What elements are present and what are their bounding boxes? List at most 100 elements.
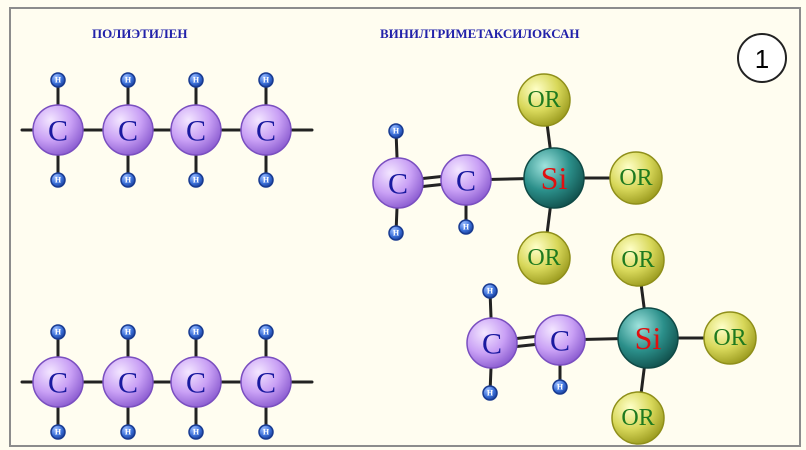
vts-1-or-top-sphere: [517, 73, 571, 127]
chain-2-h-bottom-3-label: H: [193, 428, 200, 437]
vts-2-silicon-label: Si: [635, 320, 662, 356]
chain-1-carbon-3-sphere: [170, 104, 222, 156]
number-badge-label: 1: [755, 44, 769, 74]
vts-2-carbon-2-sphere: [534, 314, 586, 366]
vts-1-or-bottom: OR: [517, 231, 571, 285]
chain-1-h-top-4-label: H: [263, 76, 270, 85]
chain-2-h-top-1-sphere: [50, 324, 66, 340]
chain-2-carbon-3-label: C: [186, 367, 206, 400]
vts-1-silicon: Si: [523, 147, 585, 209]
vts-1-or-bottom-sphere: [517, 231, 571, 285]
chain-2-carbon-4: C: [240, 356, 292, 408]
chain-1-h-top-2: H: [120, 72, 136, 88]
chain-2-h-bottom-1-sphere: [50, 424, 66, 440]
chain-1-h-bottom-3-sphere: [188, 172, 204, 188]
chain-1-carbon-2: C: [102, 104, 154, 156]
vts-2-h-2-label: H: [487, 389, 494, 398]
vts-1-carbon-2-label: C: [456, 165, 476, 198]
vts-2-h-3-label: H: [557, 383, 564, 392]
chain-1-carbon-2-label: C: [118, 115, 138, 148]
vts-2-silicon: Si: [617, 307, 679, 369]
chain-2-h-top-1-label: H: [55, 328, 62, 337]
chain-1-h-top-4-sphere: [258, 72, 274, 88]
vts-2-silicon-sphere: [617, 307, 679, 369]
vts-2-h-1-sphere: [482, 283, 498, 299]
vts-1-h-3: H: [458, 219, 474, 235]
chain-1-h-top-2-sphere: [120, 72, 136, 88]
vts-1-or-right-label: OR: [619, 165, 652, 191]
vts-1-silicon-label: Si: [541, 160, 568, 196]
chain-2-h-top-4-label: H: [263, 328, 270, 337]
vts-2-or-right-sphere: [703, 311, 757, 365]
chain-1-h-bottom-1-sphere: [50, 172, 66, 188]
vts-2-carbon-1: C: [466, 317, 518, 369]
vts-1-or-bottom-label: OR: [527, 245, 560, 271]
chain-2-carbon-1: C: [32, 356, 84, 408]
chain-2-h-bottom-4-label: H: [263, 428, 270, 437]
vts-1-carbon-2-sphere: [440, 154, 492, 206]
vts-2-h-2-sphere: [482, 385, 498, 401]
chain-1-h-top-1-label: H: [55, 76, 62, 85]
chain-2-h-bottom-3: H: [188, 424, 204, 440]
vts-1-carbon-1: C: [372, 157, 424, 209]
chain-1-carbon-4: C: [240, 104, 292, 156]
chain-2-h-bottom-4-sphere: [258, 424, 274, 440]
vts-1-carbon-2: C: [440, 154, 492, 206]
vts-2-or-top-label: OR: [621, 247, 654, 273]
chain-1-carbon-1: C: [32, 104, 84, 156]
vts-1-or-top-label: OR: [527, 87, 560, 113]
vts-2-h-1-label: H: [487, 287, 494, 296]
chain-2-carbon-4-label: C: [256, 367, 276, 400]
chain-2-carbon-4-sphere: [240, 356, 292, 408]
chain-1-h-top-3-sphere: [188, 72, 204, 88]
chain-2-h-top-2-label: H: [125, 328, 132, 337]
chain-2-carbon-2-label: C: [118, 367, 138, 400]
vts-2-or-bottom-label: OR: [621, 405, 654, 431]
vts-1-h-2: H: [388, 225, 404, 241]
chain-1-h-bottom-1-label: H: [55, 176, 62, 185]
number-badge-circle: [737, 33, 787, 83]
chain-1-h-bottom-2-sphere: [120, 172, 136, 188]
vts-1-h-2-sphere: [388, 225, 404, 241]
chain-1-h-bottom-4-sphere: [258, 172, 274, 188]
vts-1-or-top: OR: [517, 73, 571, 127]
chain-2-h-bottom-3-sphere: [188, 424, 204, 440]
chain-1-h-top-3: H: [188, 72, 204, 88]
vts-1-h-1-sphere: [388, 123, 404, 139]
vts-2-or-top-sphere: [611, 233, 665, 287]
vts-2-or-bottom-sphere: [611, 391, 665, 445]
chain-1-h-bottom-1: H: [50, 172, 66, 188]
chain-1-h-bottom-2: H: [120, 172, 136, 188]
vts-2-carbon-1-label: C: [482, 328, 502, 361]
chain-2-carbon-3: C: [170, 356, 222, 408]
chain-2-h-top-3-label: H: [193, 328, 200, 337]
chain-1-h-bottom-4: H: [258, 172, 274, 188]
chain-1-carbon-1-sphere: [32, 104, 84, 156]
chain-2-carbon-2: C: [102, 356, 154, 408]
vts-2-or-right-label: OR: [713, 325, 746, 351]
chain-1-carbon-2-sphere: [102, 104, 154, 156]
chain-2-h-top-2: H: [120, 324, 136, 340]
chain-1-h-top-1-sphere: [50, 72, 66, 88]
vts-1-h-1-label: H: [393, 127, 400, 136]
chain-2-carbon-2-sphere: [102, 356, 154, 408]
chain-2-carbon-3-sphere: [170, 356, 222, 408]
chain-1-h-top-2-label: H: [125, 76, 132, 85]
chain-1-h-bottom-4-label: H: [263, 176, 270, 185]
chain-1-h-bottom-3-label: H: [193, 176, 200, 185]
chain-2-h-bottom-1-label: H: [55, 428, 62, 437]
chain-2-h-top-2-sphere: [120, 324, 136, 340]
vts-1-or-right: OR: [609, 151, 663, 205]
vts-2-or-bottom: OR: [611, 391, 665, 445]
chain-2-h-bottom-2-label: H: [125, 428, 132, 437]
diagram-border: [9, 7, 801, 447]
chain-2-h-bottom-4: H: [258, 424, 274, 440]
chain-2-h-top-1: H: [50, 324, 66, 340]
chain-1-carbon-3: C: [170, 104, 222, 156]
chain-2-h-bottom-2: H: [120, 424, 136, 440]
chain-1-carbon-3-label: C: [186, 115, 206, 148]
chain-2-h-top-3-sphere: [188, 324, 204, 340]
vts-2-or-right: OR: [703, 311, 757, 365]
vts-1-carbon-1-label: C: [388, 168, 408, 201]
